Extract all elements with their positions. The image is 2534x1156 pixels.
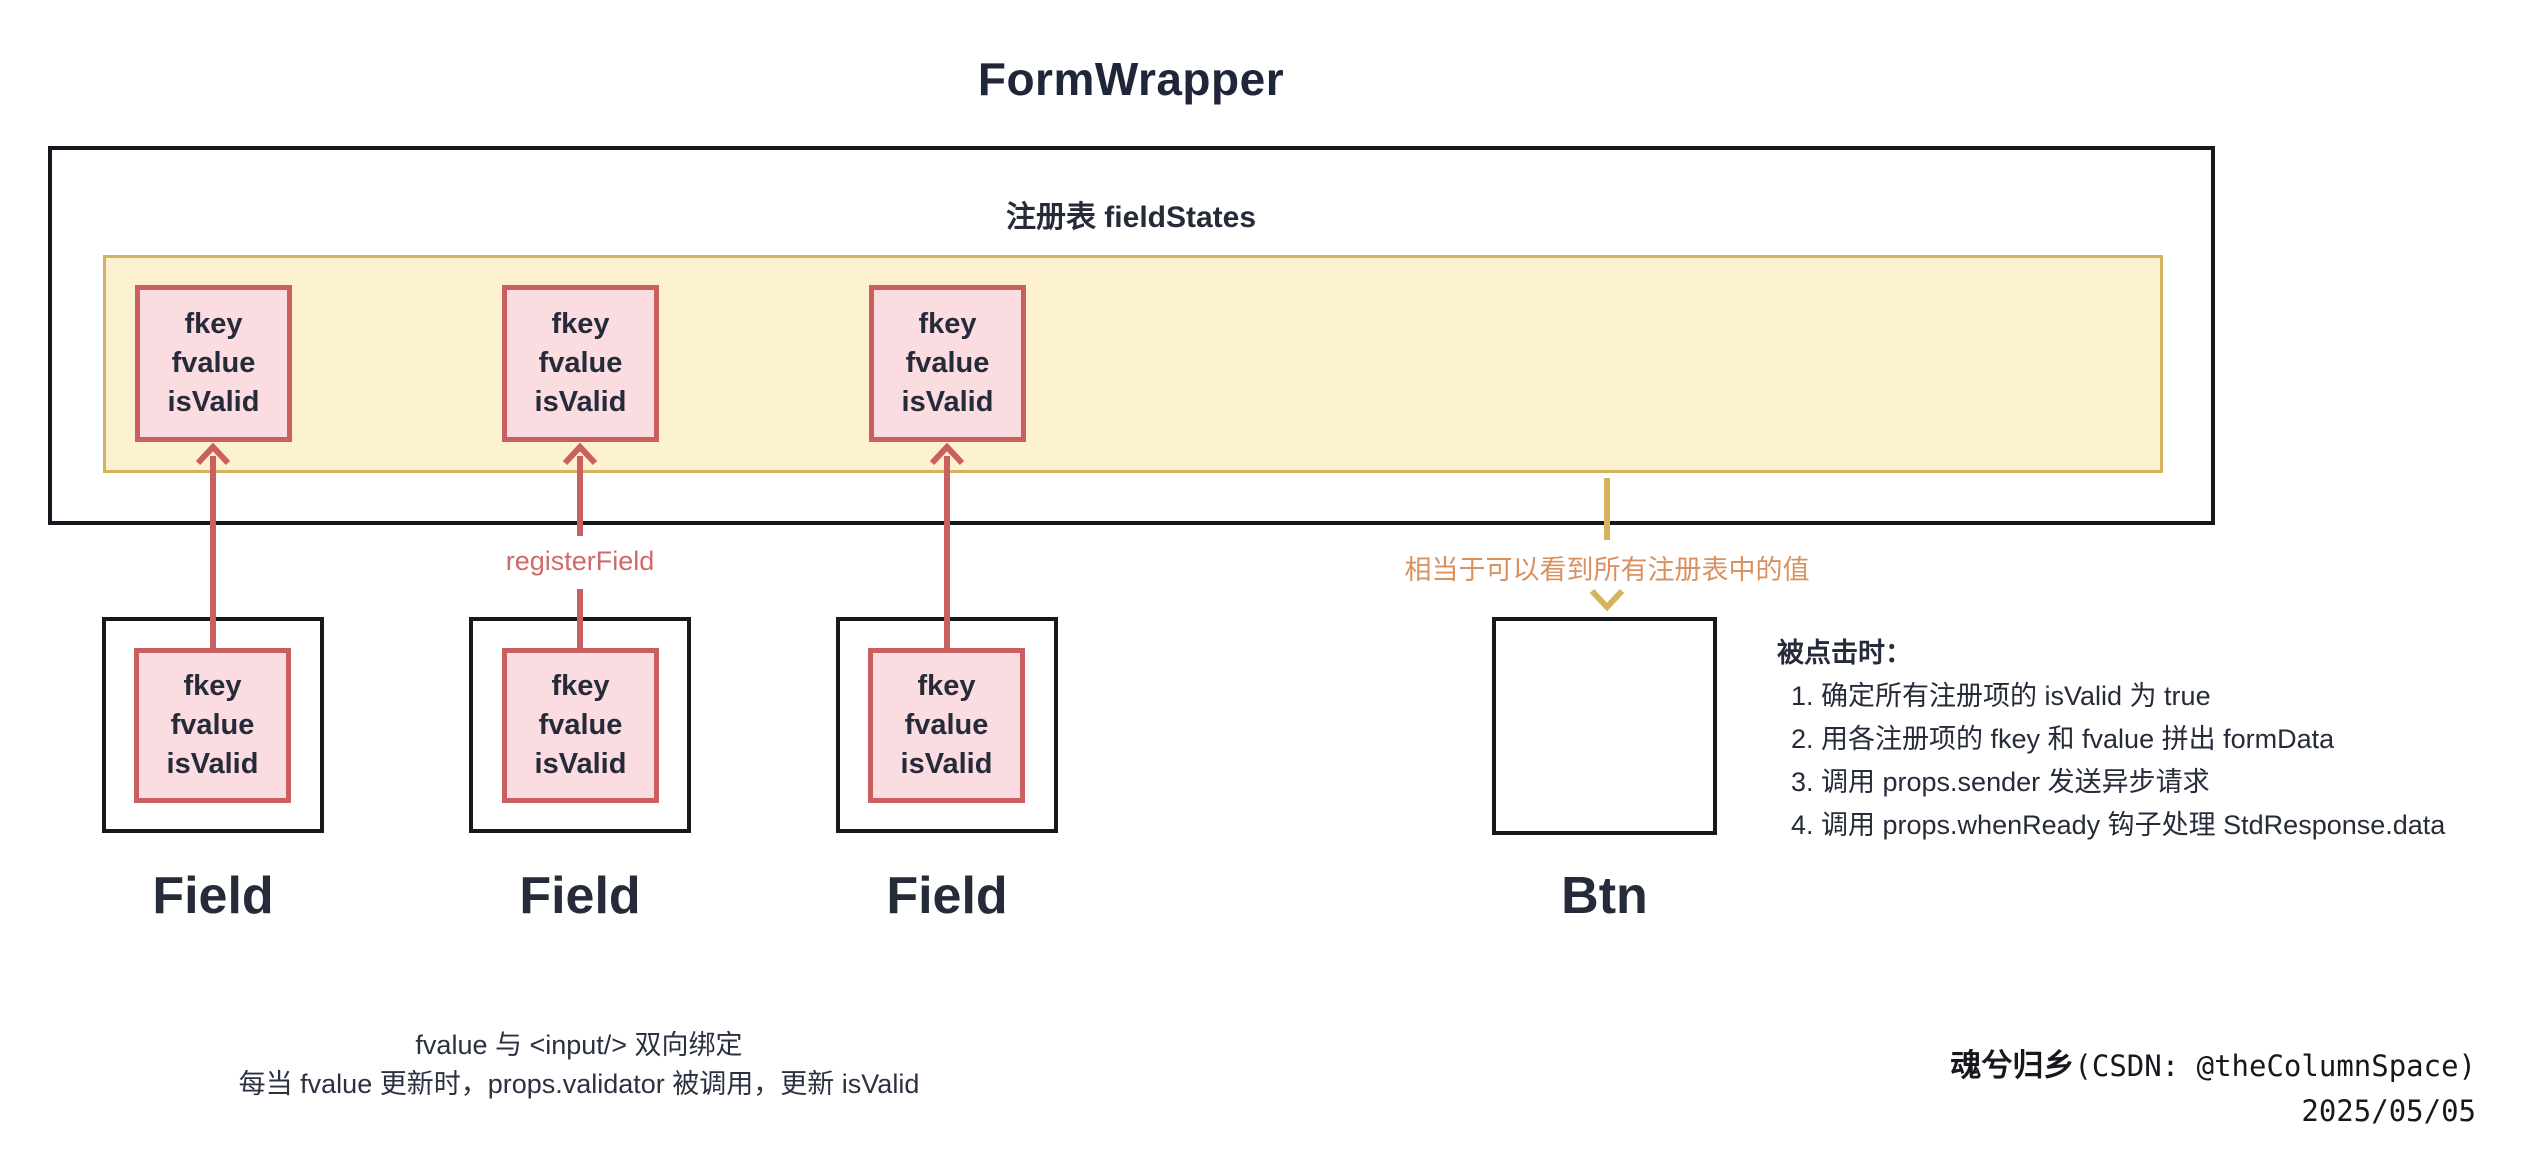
registry-state-box-1: fkey fvalue isValid xyxy=(135,285,292,442)
field-label-2: Field xyxy=(519,867,641,925)
btn-component-box xyxy=(1492,617,1717,835)
arrow-down-icon xyxy=(1589,588,1625,612)
click-title: 被点击时： xyxy=(1777,638,1912,668)
register-arrow-line-1 xyxy=(210,456,216,648)
watermark-handle: (CSDN: @theColumnSpace) xyxy=(2074,1049,2476,1083)
state-line-fvalue: fvalue xyxy=(170,709,255,741)
field-label-1: Field xyxy=(152,867,274,925)
arrow-up-icon xyxy=(195,442,231,466)
page-title: FormWrapper xyxy=(977,53,1285,105)
state-line-fkey: fkey xyxy=(183,670,242,702)
state-line-fkey: fkey xyxy=(551,308,610,340)
state-line-fvalue: fvalue xyxy=(904,709,989,741)
click-step-3: 3. 调用 props.sender 发送异步请求 xyxy=(1791,767,2210,797)
state-line-isvalid: isValid xyxy=(900,748,993,780)
register-field-label: registerField xyxy=(505,546,655,576)
footnote-line-2: 每当 fvalue 更新时，props.validator 被调用，更新 isV… xyxy=(238,1069,920,1099)
field-state-box-2: fkey fvalue isValid xyxy=(502,648,659,803)
arrow-up-icon xyxy=(929,442,965,466)
registry-state-box-3: fkey fvalue isValid xyxy=(869,285,1026,442)
register-arrow-line-2-upper xyxy=(577,456,583,536)
state-line-fvalue: fvalue xyxy=(538,709,623,741)
binding-footnote: fvalue 与 <input/> 双向绑定 每当 fvalue 更新时，pro… xyxy=(179,1026,979,1104)
btn-view-arrow-line xyxy=(1604,478,1610,540)
state-line-fvalue: fvalue xyxy=(538,347,623,379)
registry-state-box-2: fkey fvalue isValid xyxy=(502,285,659,442)
state-line-fkey: fkey xyxy=(918,308,977,340)
state-line-fvalue: fvalue xyxy=(171,347,256,379)
watermark-date: 2025/05/05 xyxy=(2301,1094,2476,1128)
btn-label: Btn xyxy=(1561,867,1648,925)
state-line-isvalid: isValid xyxy=(167,386,260,418)
arrow-up-icon xyxy=(562,442,598,466)
footnote-line-1: fvalue 与 <input/> 双向绑定 xyxy=(415,1030,743,1060)
register-arrow-line-2-lower xyxy=(577,589,583,648)
field-state-box-3: fkey fvalue isValid xyxy=(868,648,1025,803)
click-behavior-block: 被点击时： 1. 确定所有注册项的 isValid 为 true 2. 用各注册… xyxy=(1777,632,2534,847)
state-line-fkey: fkey xyxy=(184,308,243,340)
state-line-fkey: fkey xyxy=(551,670,610,702)
register-arrow-line-3 xyxy=(944,456,950,648)
state-line-isvalid: isValid xyxy=(534,748,627,780)
click-step-2: 2. 用各注册项的 fkey 和 fvalue 拼出 formData xyxy=(1791,724,2335,754)
state-line-isvalid: isValid xyxy=(901,386,994,418)
state-line-fkey: fkey xyxy=(917,670,976,702)
field-state-box-1: fkey fvalue isValid xyxy=(134,648,291,803)
btn-visibility-note: 相当于可以看到所有注册表中的值 xyxy=(1404,555,1810,585)
fieldstates-registry-row xyxy=(103,255,2163,473)
watermark-author-line: 魂兮归乡(CSDN: @theColumnSpace) xyxy=(1950,1040,2476,1085)
state-line-isvalid: isValid xyxy=(534,386,627,418)
watermark-author: 魂兮归乡 xyxy=(1950,1048,2075,1083)
watermark: 魂兮归乡(CSDN: @theColumnSpace) 2025/05/05 xyxy=(1950,1040,2476,1128)
click-step-4: 4. 调用 props.whenReady 钩子处理 StdResponse.d… xyxy=(1791,810,2446,840)
click-step-1: 1. 确定所有注册项的 isValid 为 true xyxy=(1791,681,2211,711)
field-label-3: Field xyxy=(886,867,1008,925)
registry-table-label: 注册表 fieldStates xyxy=(1005,201,1257,234)
state-line-isvalid: isValid xyxy=(166,748,259,780)
state-line-fvalue: fvalue xyxy=(905,347,990,379)
